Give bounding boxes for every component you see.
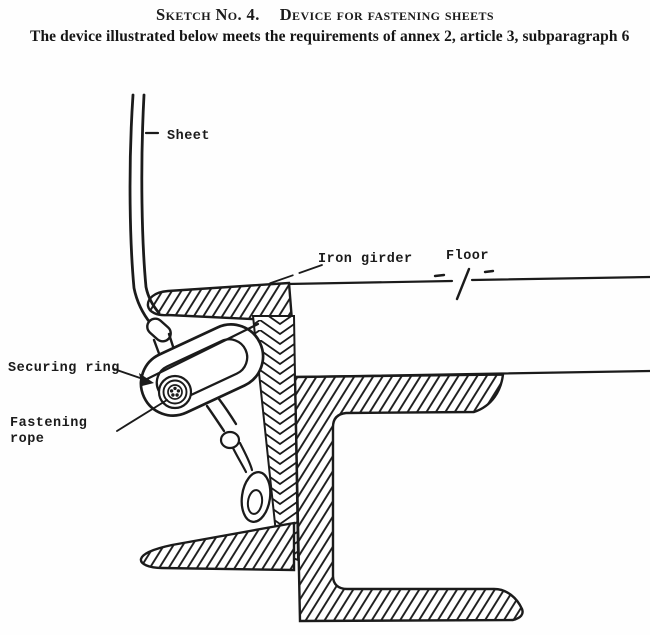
securing-ring-arrowhead <box>139 373 154 386</box>
label-sheet: Sheet <box>167 129 210 144</box>
rope-strand-dot <box>176 389 181 393</box>
girder-channel-section <box>293 373 524 623</box>
rope-strand-dots <box>169 386 181 397</box>
floor-break-dash-left <box>433 273 446 278</box>
rope-strand-dot <box>173 386 177 391</box>
rope-tail-line-2 <box>238 441 254 472</box>
label-iron-girder: Iron girder <box>318 252 413 267</box>
sheet-line-outer <box>128 93 153 326</box>
fastening-rope-leader-line <box>116 399 168 432</box>
rope-strap-line-2 <box>217 397 238 426</box>
rope-strand-dot <box>171 393 175 397</box>
floor-line-right <box>470 275 650 282</box>
rope-strand-dot <box>169 389 174 393</box>
rope-eye-inner <box>246 489 264 515</box>
sketch-title-text: Device for fastening sheets <box>279 5 494 24</box>
iron-girder-top-flange <box>146 281 294 323</box>
sheet-line-inner <box>140 93 161 315</box>
floor-break-slash <box>455 267 471 301</box>
rope-curl <box>219 430 241 450</box>
securing-ring-leader-line <box>113 368 144 380</box>
iron-girder-bottom-flange <box>139 521 296 572</box>
sketch-title-number: Sketch No. 4. <box>156 5 260 24</box>
floor-line-left <box>285 279 454 286</box>
iron-girder-leader-line <box>267 264 323 285</box>
label-fastening-rope-line1: Fastening <box>10 416 87 431</box>
rope-strap-line-1 <box>205 404 226 433</box>
fastening-rope-line <box>143 322 260 382</box>
sketch-title: Sketch No. 4. Device for fastening sheets <box>0 5 650 25</box>
label-floor: Floor <box>446 249 489 264</box>
sheet-hem <box>146 317 172 343</box>
sketch-subtitle: The device illustrated below meets the r… <box>30 28 630 45</box>
label-fastening-rope-line2: rope <box>10 432 44 447</box>
floor-break-dash-right <box>483 269 495 274</box>
rope-strand-dot <box>175 393 179 397</box>
label-securing-ring: Securing ring <box>8 361 120 376</box>
rope-tail-line-1 <box>231 446 248 474</box>
